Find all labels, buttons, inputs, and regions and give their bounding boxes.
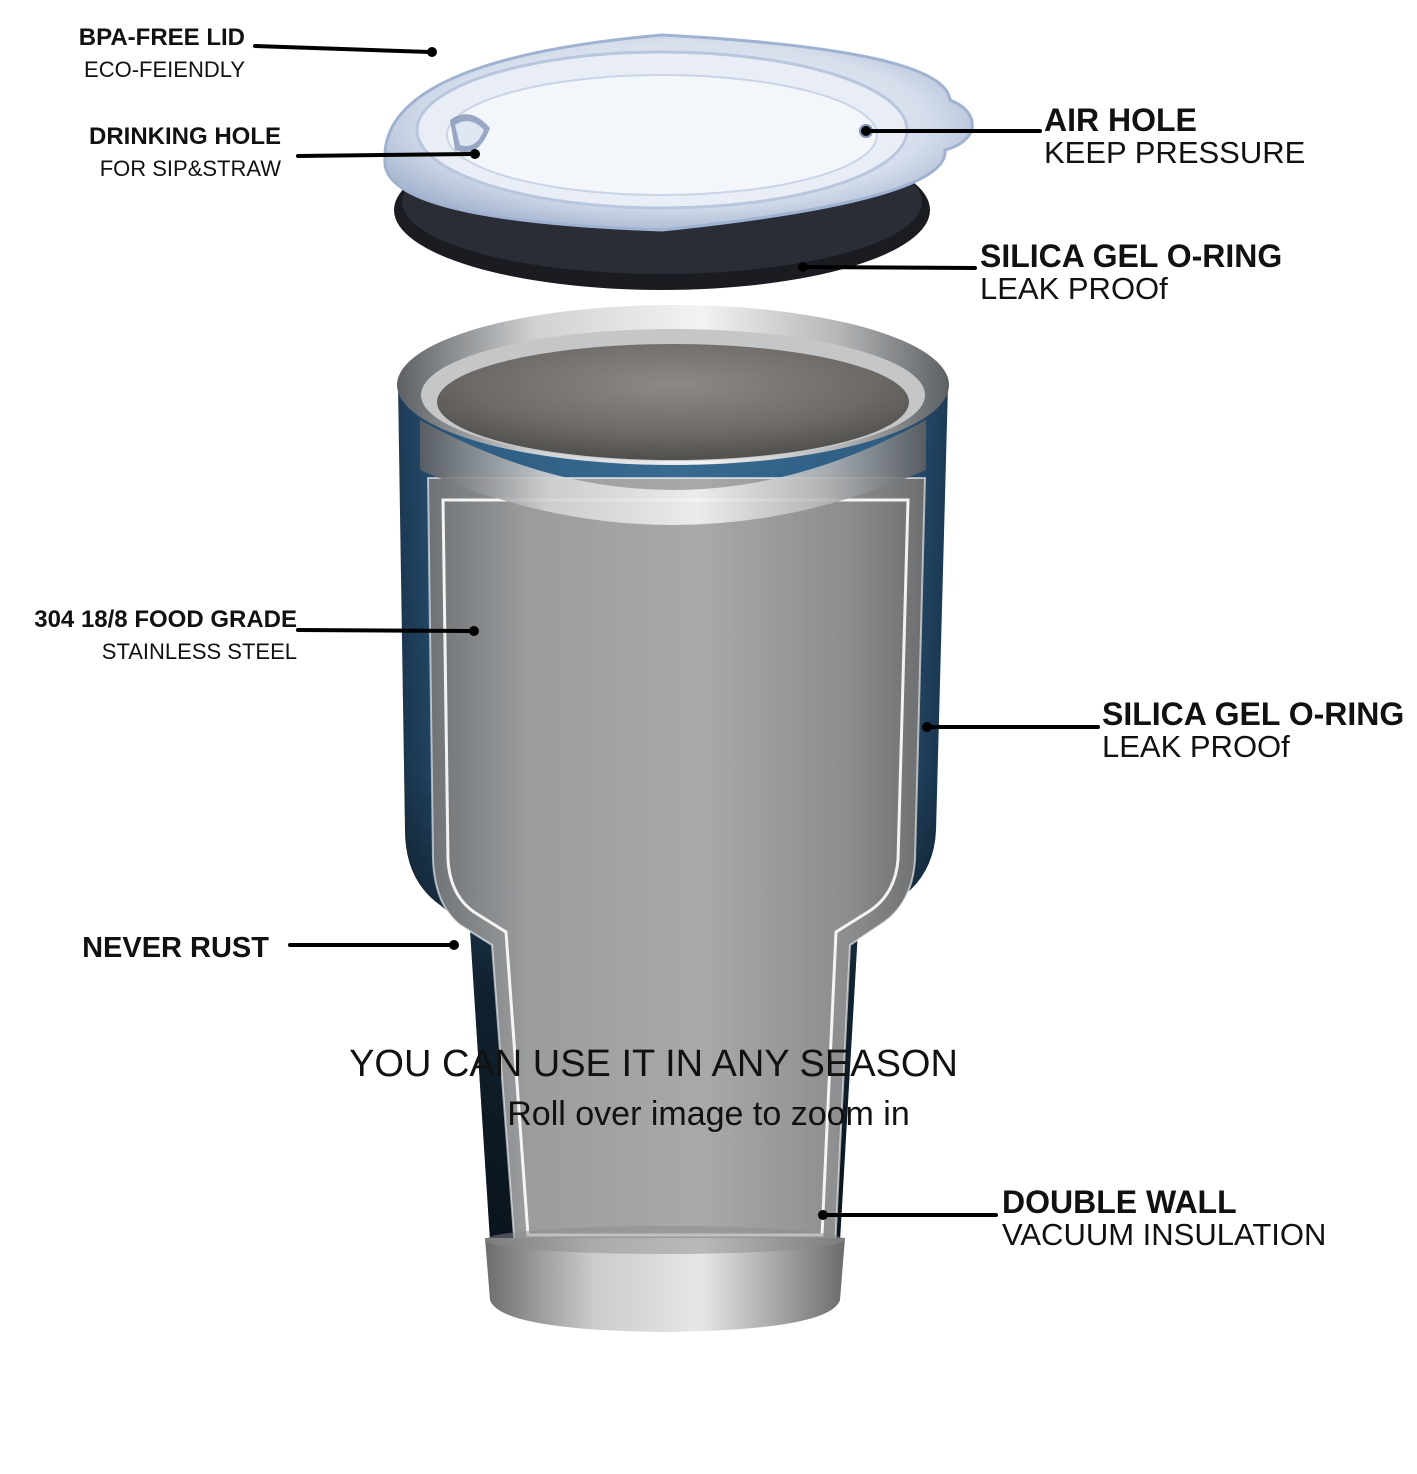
callout-title: AIR HOLE bbox=[1044, 102, 1197, 138]
callout-food-grade: 304 18/8 FOOD GRADE STAINLESS STEEL bbox=[34, 608, 297, 663]
callout-sub: LEAK PROOf bbox=[980, 271, 1168, 306]
callout-sub: LEAK PROOf bbox=[1102, 729, 1290, 764]
callout-sub: FOR SIP&STRAW bbox=[99, 156, 281, 181]
season-caption: YOU CAN USE IT IN ANY SEASON bbox=[349, 1043, 958, 1085]
leader-bpa-lid bbox=[253, 44, 432, 54]
callout-title: DOUBLE WALL bbox=[1002, 1184, 1237, 1220]
zoom-hint: Roll over image to zoom in bbox=[507, 1095, 910, 1133]
callout-air-hole: AIR HOLE KEEP PRESSURE bbox=[1044, 104, 1305, 168]
callout-sub: ECO-FEIENDLY bbox=[84, 57, 245, 82]
callout-title: SILICA GEL O-RING bbox=[980, 238, 1283, 274]
callout-drinking-hole: DRINKING HOLE FOR SIP&STRAW bbox=[89, 125, 281, 180]
callout-title: 304 18/8 FOOD GRADE bbox=[34, 606, 297, 633]
tumbler-base bbox=[485, 1238, 845, 1332]
callout-sub: KEEP PRESSURE bbox=[1044, 135, 1306, 170]
callout-oring-body: SILICA GEL O-RING LEAK PROOf bbox=[1102, 698, 1404, 762]
callout-oring-lid: SILICA GEL O-RING LEAK PROOf bbox=[980, 240, 1282, 304]
callout-never-rust: NEVER RUST bbox=[82, 934, 269, 963]
callout-title: SILICA GEL O-RING bbox=[1102, 696, 1405, 732]
callout-sub: VACUUM INSULATION bbox=[1002, 1217, 1327, 1252]
leader-food-grade bbox=[296, 628, 475, 633]
callout-title: BPA-FREE LID bbox=[78, 24, 245, 51]
leader-drinking-hole bbox=[296, 152, 475, 158]
callout-bpa-lid: BPA-FREE LID ECO-FEIENDLY bbox=[79, 26, 245, 81]
steel-cutaway bbox=[428, 478, 925, 1250]
callout-sub: STAINLESS STEEL bbox=[101, 639, 297, 664]
callout-title: DRINKING HOLE bbox=[89, 123, 281, 150]
leader-oring-lid bbox=[801, 265, 977, 270]
callout-double-wall: DOUBLE WALL VACUUM INSULATION bbox=[1002, 1186, 1326, 1250]
callout-title: NEVER RUST bbox=[82, 932, 269, 964]
